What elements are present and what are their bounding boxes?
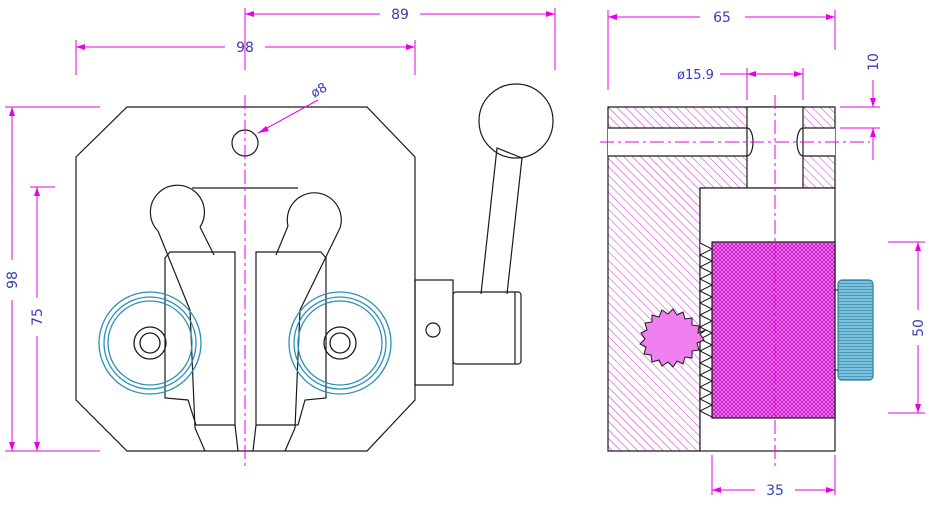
- dim-hole-dia: ø8: [309, 80, 331, 101]
- handle-block: [414, 279, 454, 386]
- right-jaw-arm: [275, 225, 341, 429]
- handle-lever: [480, 147, 523, 295]
- right-jaw-plate: [255, 251, 327, 426]
- left-roller: [98, 291, 202, 395]
- pinion-gear: [639, 308, 707, 368]
- jaw-faces: [194, 424, 296, 452]
- dimension-lines: [5, 8, 925, 495]
- side-view: [600, 95, 874, 470]
- dim-98-vertical: 98: [5, 271, 21, 289]
- dim-65: 65: [713, 10, 731, 26]
- dim-10: 10: [866, 53, 882, 71]
- handle-hub: [452, 291, 522, 365]
- handle-pin-hole: [425, 322, 441, 338]
- side-knob: [837, 279, 874, 381]
- dim-bore-dia: ø15.9: [677, 68, 714, 83]
- dim-35: 35: [766, 483, 784, 499]
- front-view: [75, 83, 554, 452]
- dim-98-horizontal: 98: [236, 40, 254, 56]
- right-lobe: [286, 192, 342, 229]
- insert-block: [711, 241, 836, 419]
- dim-75-vertical: 75: [30, 308, 46, 326]
- dim-50: 50: [911, 319, 927, 337]
- right-roller: [288, 291, 392, 395]
- left-lobe: [149, 184, 205, 232]
- front-body-outline: [75, 106, 416, 452]
- left-jaw-plate: [164, 251, 236, 426]
- handle-knob: [478, 83, 554, 159]
- dim-89: 89: [391, 7, 409, 23]
